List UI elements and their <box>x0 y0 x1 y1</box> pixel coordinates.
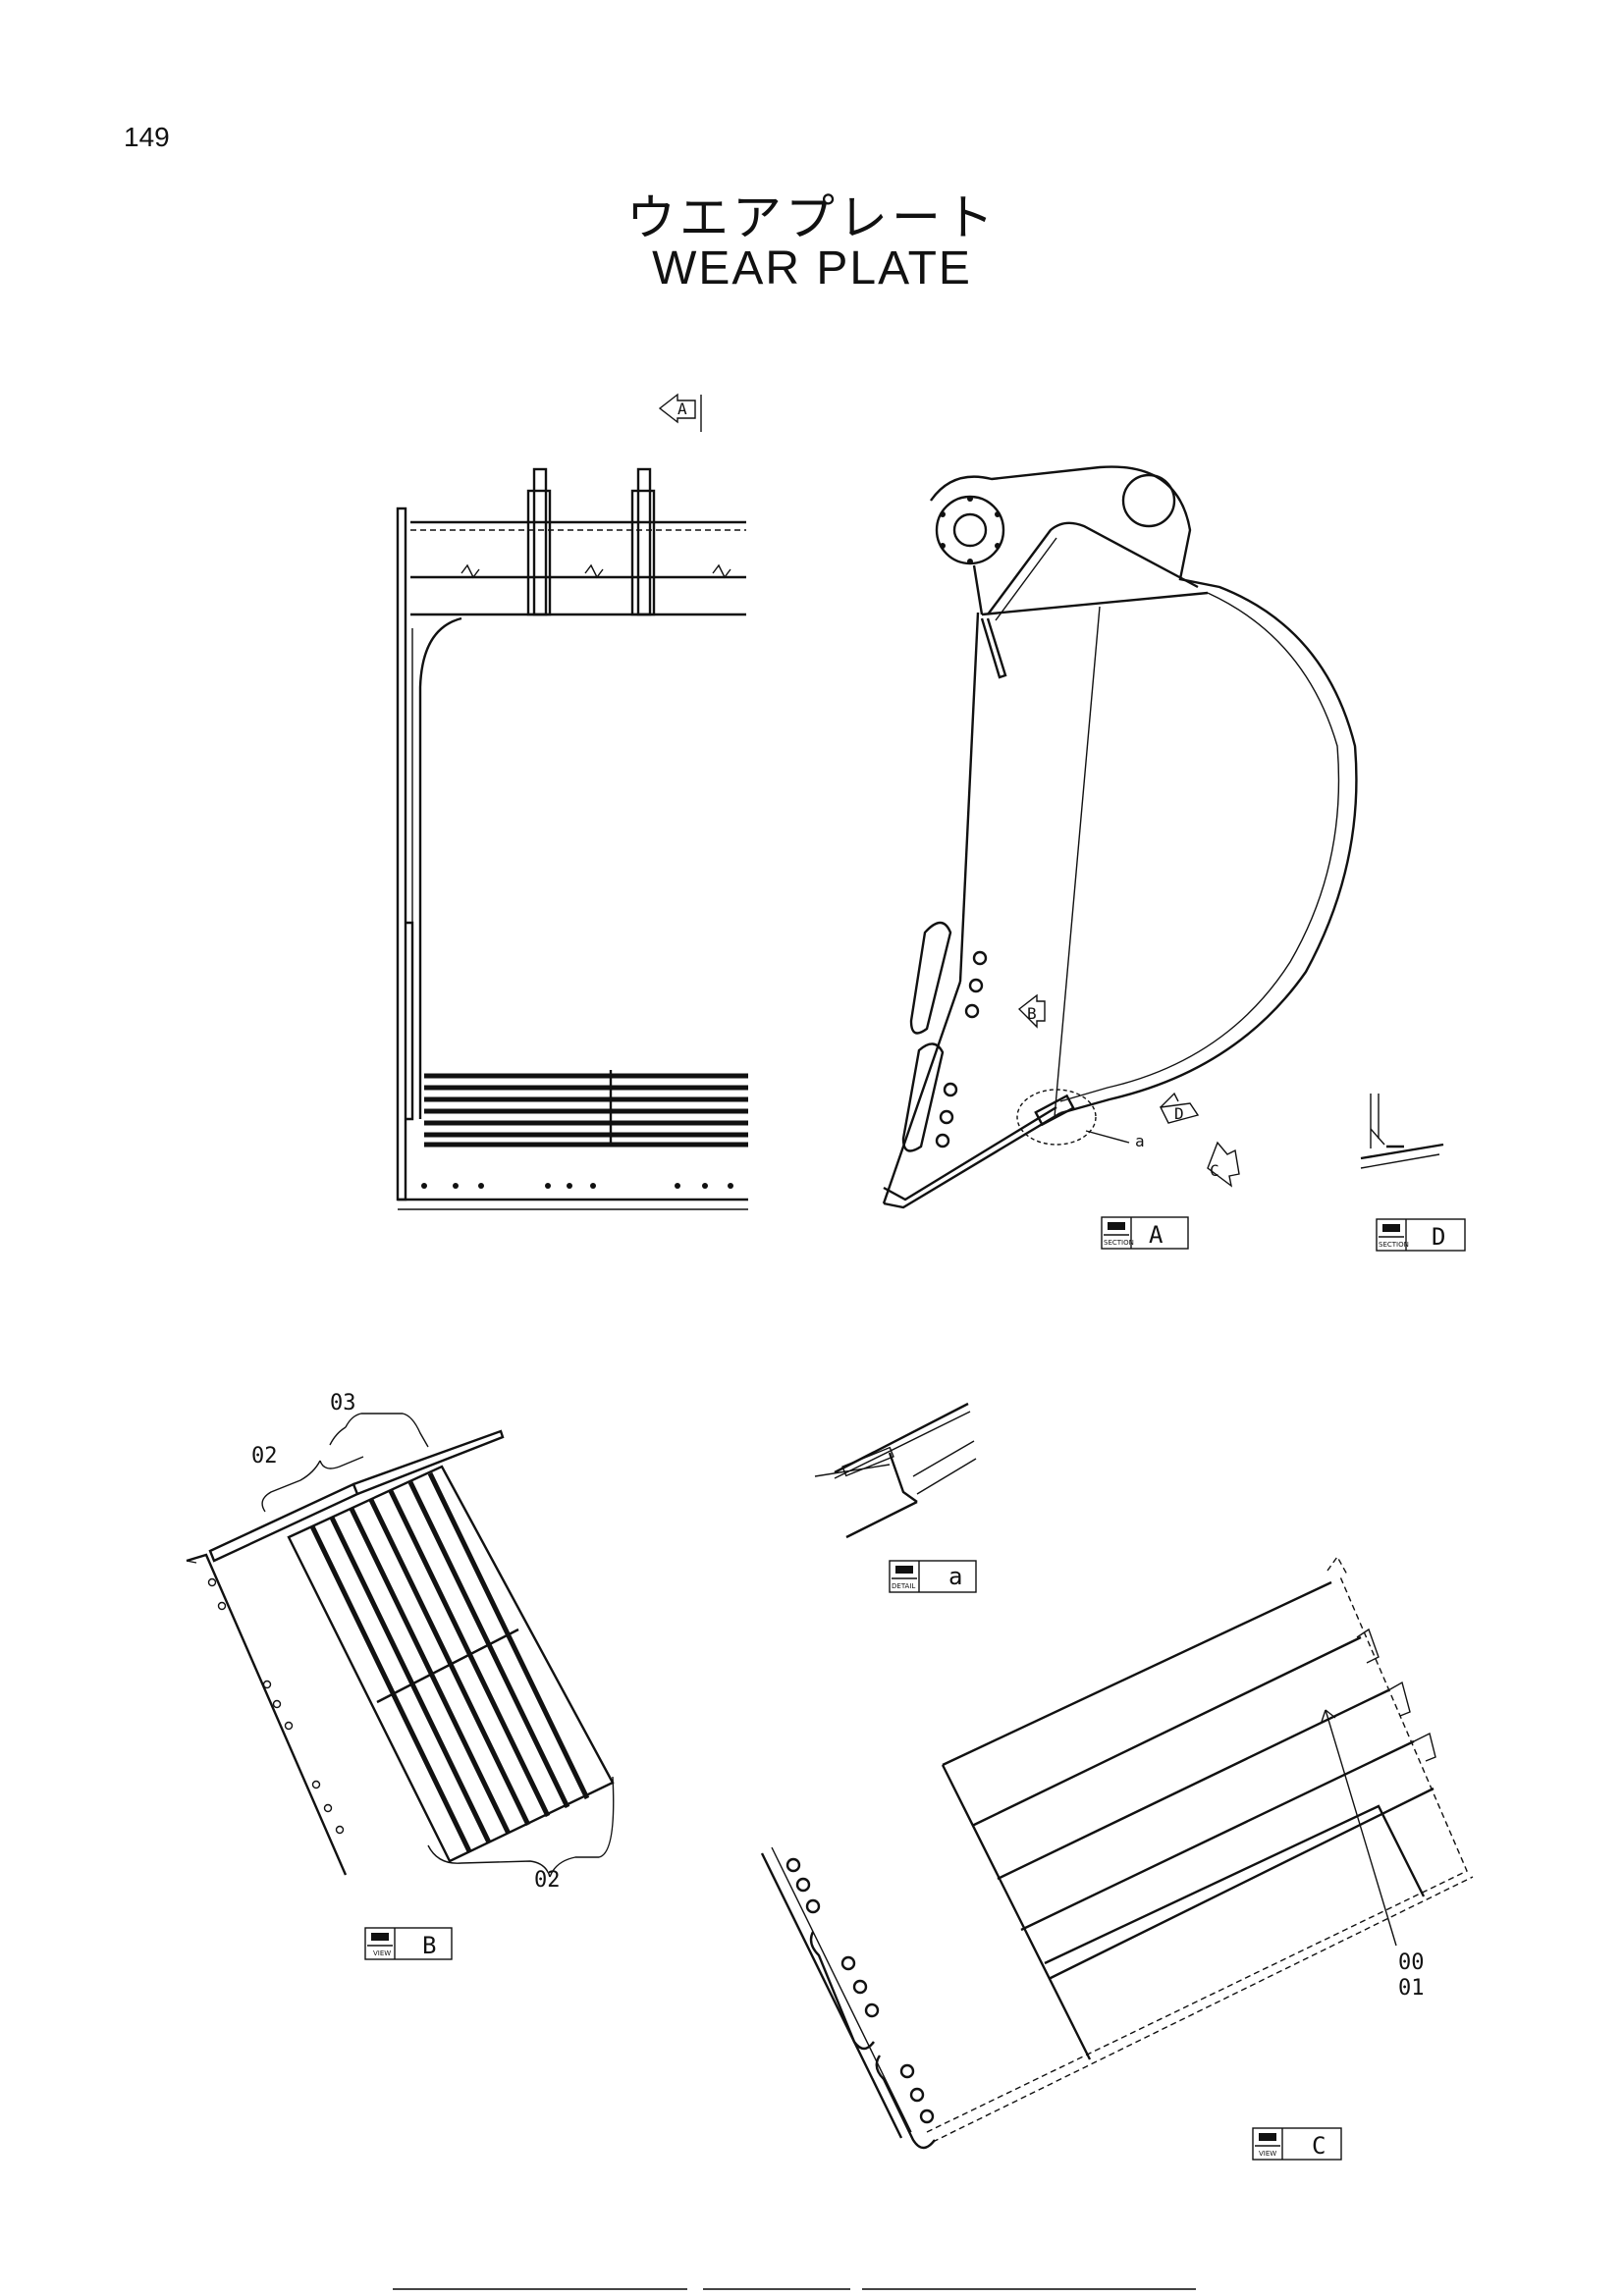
bucket-side-view: a B D C SECTION A <box>882 465 1358 1250</box>
svg-text:B: B <box>1027 1004 1037 1023</box>
svg-text:B: B <box>422 1932 436 1959</box>
footer-rule <box>393 2288 687 2290</box>
view-c-bolts <box>785 1857 935 2124</box>
part-label-02-top: 02 <box>251 1444 278 1468</box>
svg-text:VIEW: VIEW <box>373 1949 391 1957</box>
section-d-sketch: SECTION D <box>1360 1094 1466 1252</box>
svg-text:a: a <box>948 1563 962 1590</box>
part-label-02-bottom: 02 <box>534 1868 561 1893</box>
wear-plate-stripes <box>424 1070 748 1148</box>
view-b-holes <box>207 1577 345 1835</box>
view-arrow-d: D <box>1159 1092 1200 1124</box>
svg-text:D: D <box>1432 1223 1445 1251</box>
tag-section-d: SECTION D <box>1376 1218 1466 1252</box>
svg-text:DETAIL: DETAIL <box>892 1582 915 1590</box>
tag-section-a: SECTION A <box>1101 1216 1189 1250</box>
svg-text:SECTION: SECTION <box>1379 1241 1409 1249</box>
svg-text:a: a <box>1135 1132 1145 1150</box>
svg-text:SECTION: SECTION <box>1104 1239 1134 1247</box>
part-label-00: 00 <box>1398 1950 1425 1975</box>
detail-a-circle: a <box>1016 1089 1145 1150</box>
part-label-03: 03 <box>330 1391 356 1415</box>
view-arrow-c: C <box>1207 1141 1240 1188</box>
view-arrow-b: B <box>1017 993 1046 1029</box>
tag-view-c: VIEW C <box>1252 2127 1342 2161</box>
title-japanese: ウエアプレート <box>626 189 998 246</box>
view-c-drawing: 00 01 VIEW C <box>760 1555 1474 2161</box>
svg-text:VIEW: VIEW <box>1259 2150 1276 2158</box>
footer-rule <box>703 2288 850 2290</box>
view-arrow-a: A <box>658 393 702 432</box>
page-number: 149 <box>124 122 170 152</box>
part-label-01: 01 <box>1398 1976 1425 2001</box>
title-english: WEAR PLATE <box>652 242 972 294</box>
svg-text:C: C <box>1210 1161 1219 1180</box>
svg-text:A: A <box>677 400 687 418</box>
footer-rule <box>862 2288 1196 2290</box>
tag-detail-a: DETAIL a <box>889 1560 977 1593</box>
bolt-dots <box>421 1183 733 1189</box>
view-b-drawing: 03 02 02 VIEW B <box>186 1391 615 1960</box>
bucket-front-view: A <box>396 393 748 1210</box>
svg-text:C: C <box>1312 2132 1326 2160</box>
svg-text:A: A <box>1149 1221 1164 1249</box>
tag-view-b: VIEW B <box>364 1927 453 1960</box>
bolt-circles <box>935 950 988 1148</box>
svg-text:D: D <box>1174 1104 1184 1123</box>
view-b-ribs <box>309 1471 590 1853</box>
detail-a-sketch: DETAIL a <box>814 1402 977 1593</box>
